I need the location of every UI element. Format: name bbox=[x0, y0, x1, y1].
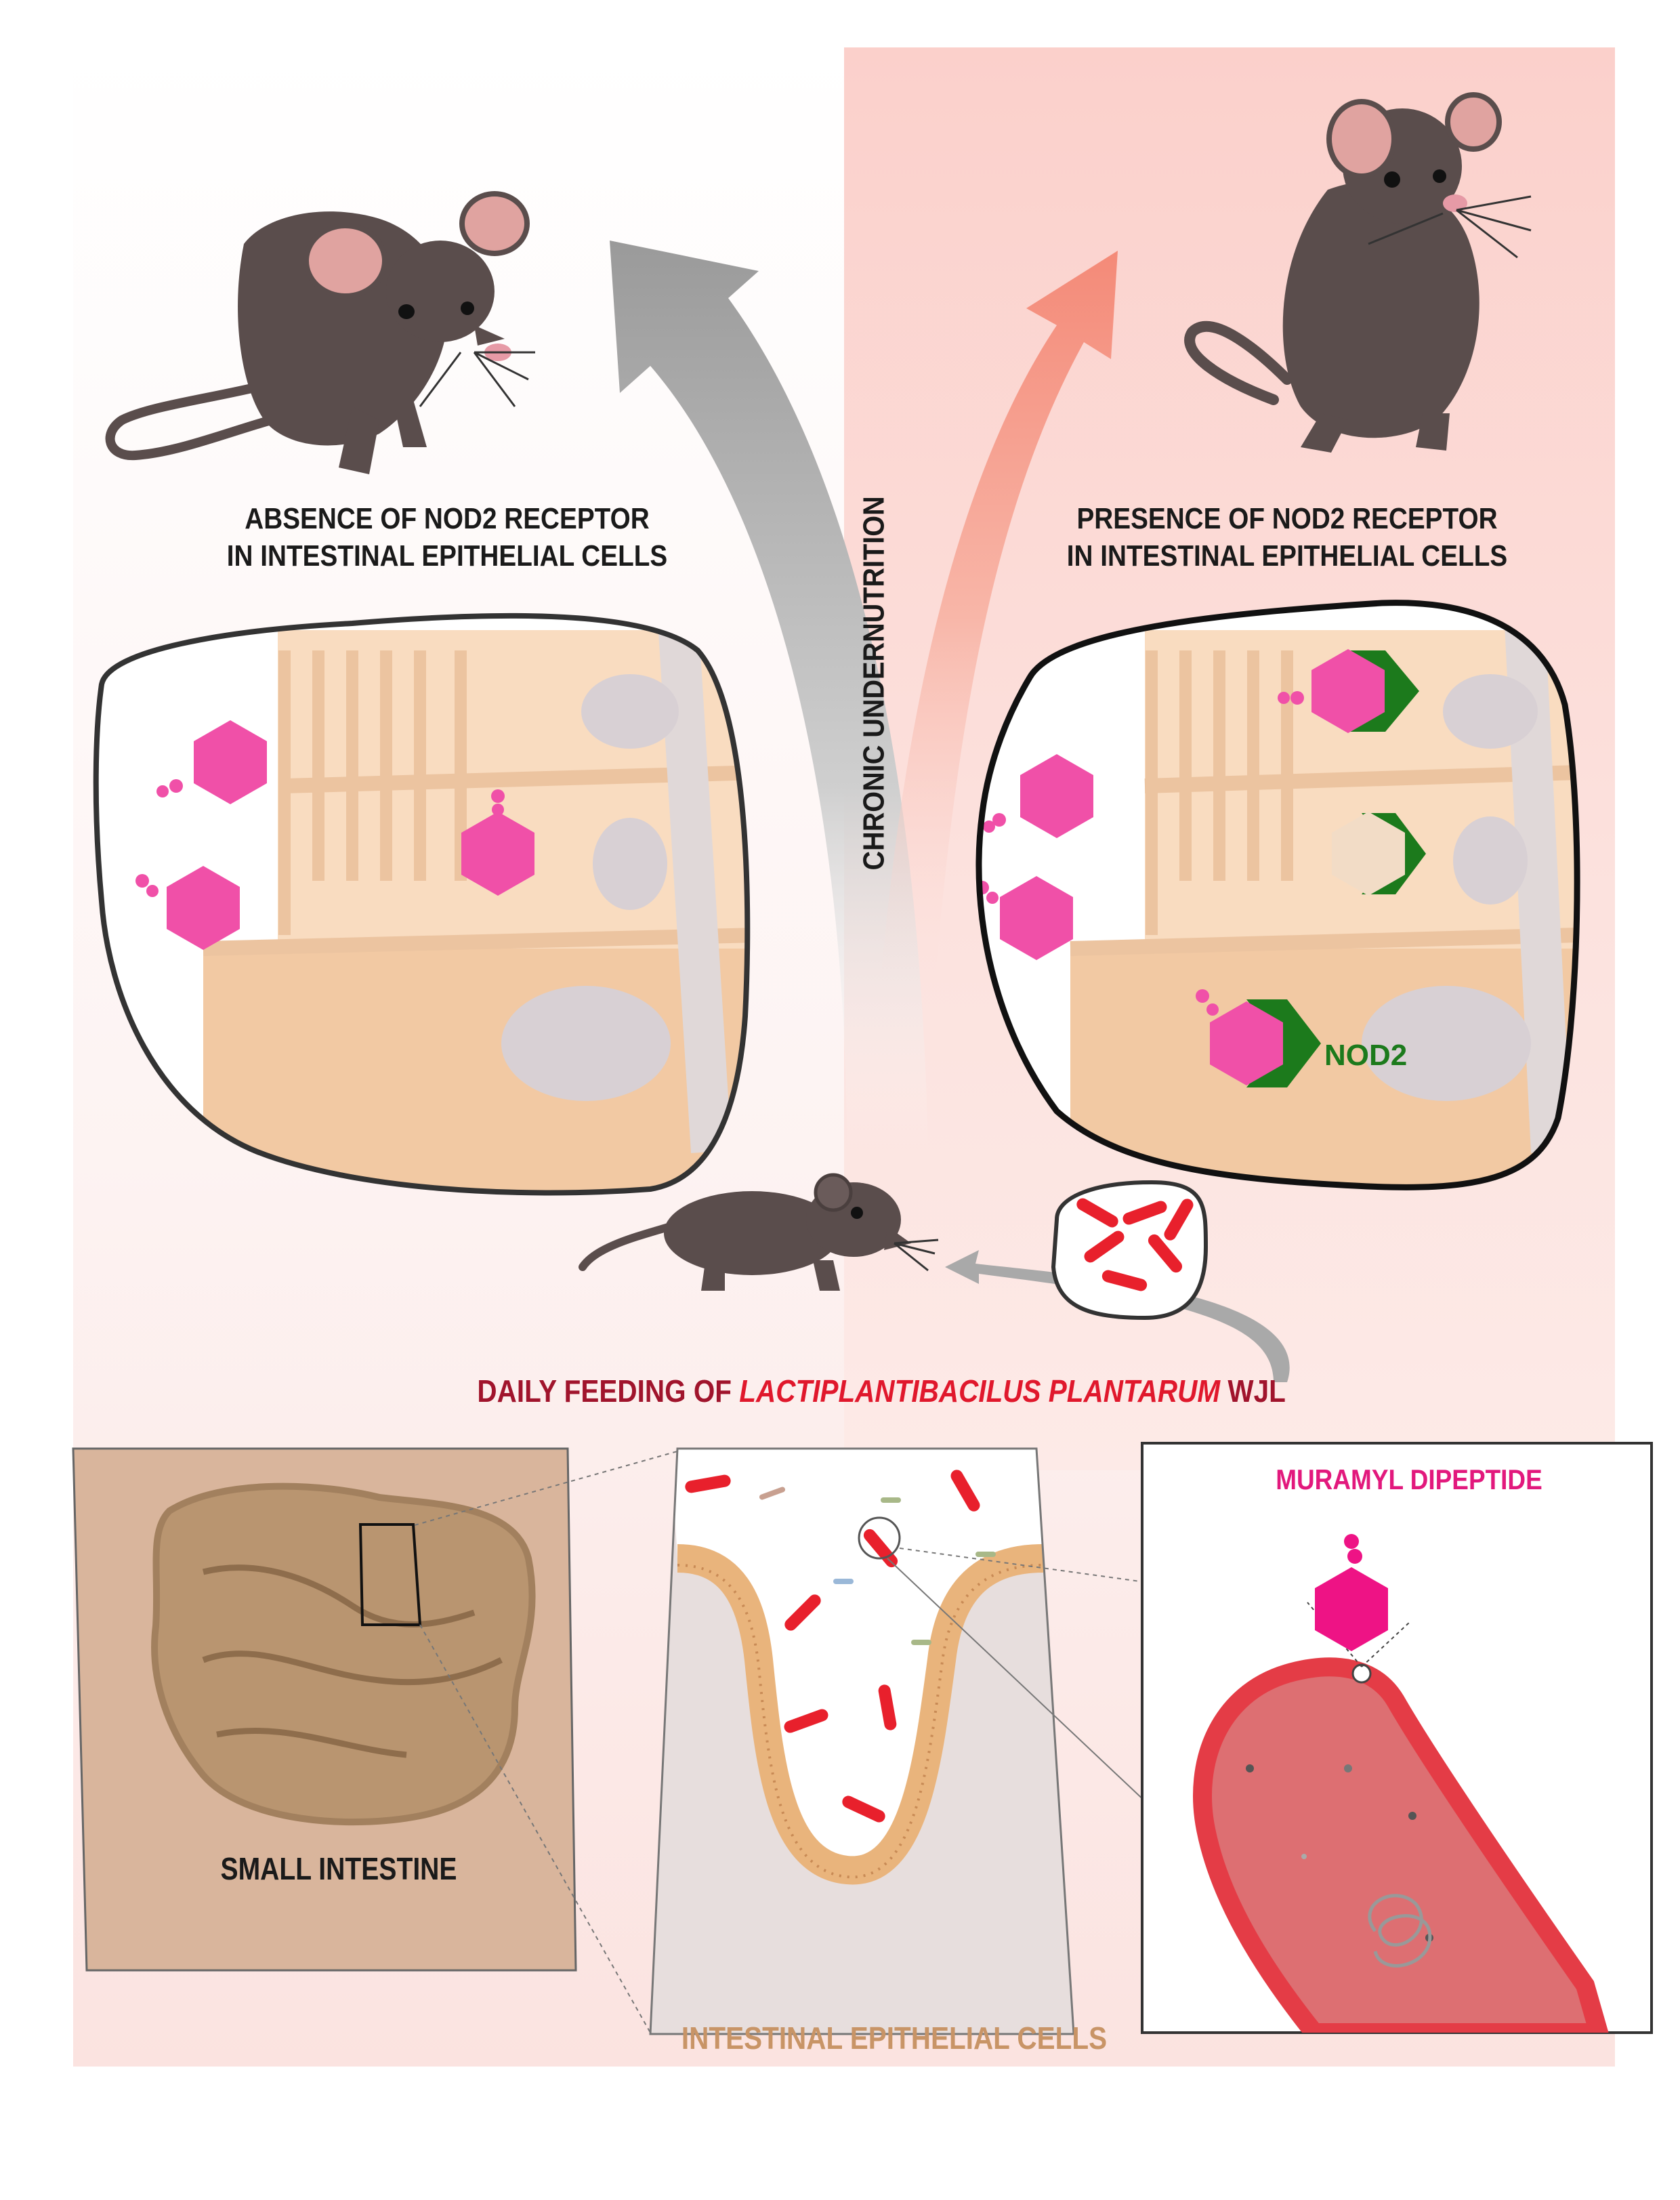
feeding-arrow-icon bbox=[945, 1250, 1290, 1382]
right-panel-title: PRESENCE OF NOD2 RECEPTOR IN INTESTINAL … bbox=[1031, 500, 1544, 575]
mouse-icon bbox=[105, 191, 535, 474]
epithelial-panel bbox=[649, 1447, 1183, 2035]
left-title-line2: IN INTESTINAL EPITHELIAL CELLS bbox=[226, 539, 668, 573]
right-title-line2: IN INTESTINAL EPITHELIAL CELLS bbox=[1066, 539, 1508, 573]
feeding-species: LACTIPLANTIBACILUS PLANTARUM bbox=[739, 1373, 1221, 1409]
muramyl-dipeptide-label: MURAMYL DIPEPTIDE bbox=[1276, 1464, 1542, 1495]
gray-arrow-icon bbox=[610, 241, 928, 1152]
feeding-label: DAILY FEEDING OF LACTIPLANTIBACILUS PLAN… bbox=[477, 1372, 1285, 1411]
small-intestine-panel bbox=[72, 1447, 678, 2033]
mdp-panel bbox=[1141, 1442, 1653, 2034]
mouse-icon bbox=[579, 1173, 939, 1291]
bacteria-pill-icon bbox=[1051, 1180, 1209, 1321]
nod2-label: NOD2 bbox=[1324, 1039, 1408, 1072]
left-title-line1: ABSENCE OF NOD2 RECEPTOR bbox=[245, 502, 650, 535]
feeding-suffix: WJL bbox=[1220, 1373, 1286, 1409]
epithelial-cells-label: INTESTINAL EPITHELIAL CELLS bbox=[681, 2020, 1108, 2056]
hexagon-icon bbox=[1315, 1534, 1388, 1651]
salmon-arrow-icon bbox=[881, 251, 1118, 982]
chronic-undernutrition-label: CHRONIC UNDERNUTRITION bbox=[857, 496, 891, 871]
mouse-icon bbox=[1184, 92, 1532, 453]
small-intestine-label: SMALL INTESTINE bbox=[220, 1851, 457, 1886]
feeding-prefix: DAILY FEEDING OF bbox=[477, 1373, 740, 1409]
left-panel-title: ABSENCE OF NOD2 RECEPTOR IN INTESTINAL E… bbox=[191, 500, 704, 575]
right-title-line1: PRESENCE OF NOD2 RECEPTOR bbox=[1076, 502, 1498, 535]
cells-circle-left bbox=[93, 613, 751, 1196]
cells-circle-right bbox=[975, 600, 1580, 1190]
